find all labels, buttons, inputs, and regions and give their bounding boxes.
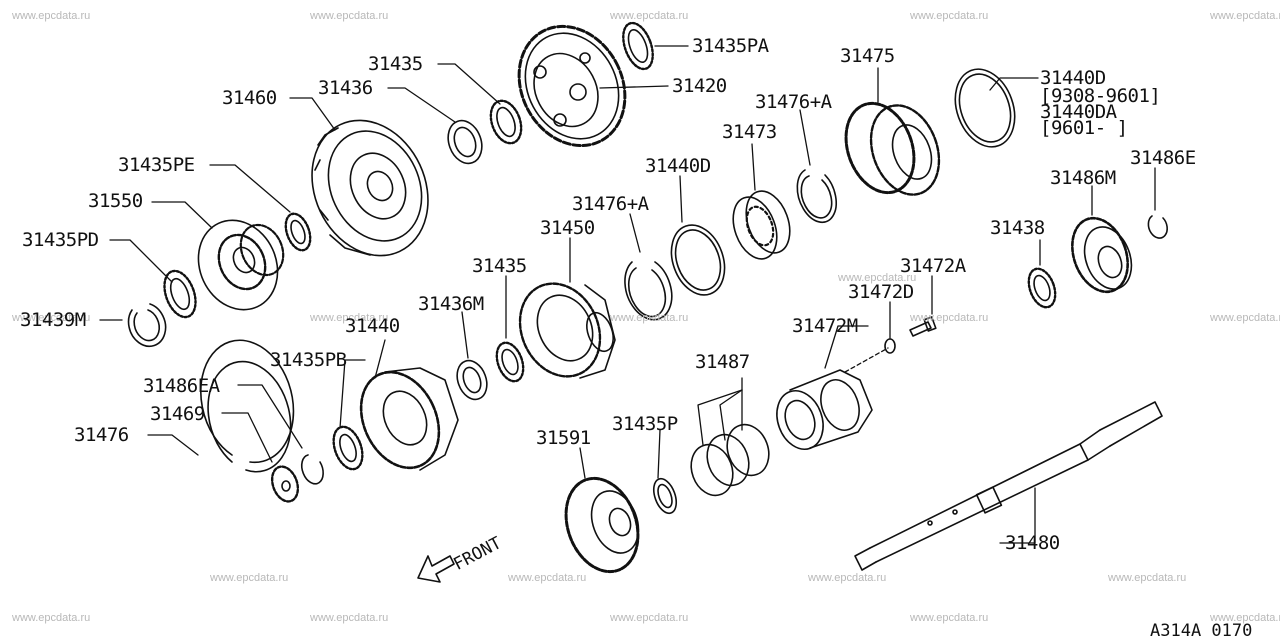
part-31486m-gear <box>1071 216 1133 294</box>
part-31472d-washer <box>884 338 896 354</box>
part-label-31476[interactable]: 31476 <box>74 424 129 446</box>
part-31420-gear <box>517 24 627 148</box>
diagram-code: A314A 0170 <box>1150 621 1253 641</box>
part-31487-seal-rings <box>690 423 770 497</box>
part-label-31469[interactable]: 31469 <box>150 403 205 425</box>
part-31436m-thrust-plate <box>456 359 488 401</box>
part-31591-gear <box>564 476 640 574</box>
watermark: www.epcdata.ru <box>610 312 689 324</box>
part-31435-washer-mid <box>495 341 525 383</box>
part-label-31486m[interactable]: 31486M <box>1050 167 1116 189</box>
part-31440d-ring-top <box>954 68 1016 148</box>
watermark: www.epcdata.ru <box>12 612 91 624</box>
watermark: www.epcdata.ru <box>1210 10 1280 22</box>
part-31476a-ring-top <box>796 169 837 224</box>
part-label-31435pa[interactable]: 31435PA <box>692 35 769 57</box>
watermark: www.epcdata.ru <box>12 10 91 22</box>
part-31435pd-washer <box>163 269 197 319</box>
part-31480-shaft <box>854 401 1163 571</box>
watermark: www.epcdata.ru <box>1108 572 1187 584</box>
watermark: www.epcdata.ru <box>910 10 989 22</box>
leader-lines <box>99 45 1156 544</box>
part-31440d-ring-mid <box>670 224 726 296</box>
part-label-31486e[interactable]: 31486E <box>1130 147 1196 169</box>
part-label-31450[interactable]: 31450 <box>540 217 595 239</box>
part-label-31435-mid[interactable]: 31435 <box>472 255 527 277</box>
watermark: www.epcdata.ru <box>910 312 989 324</box>
front-arrow <box>417 555 455 583</box>
part-31469-gear <box>270 465 300 503</box>
watermark: www.epcdata.ru <box>310 312 389 324</box>
part-label-31591[interactable]: 31591 <box>536 427 591 449</box>
part-31472a-bolt <box>909 316 937 337</box>
part-label-31440d-mid[interactable]: 31440D <box>645 155 711 177</box>
part-31550-gear <box>197 219 285 311</box>
part-label-31487[interactable]: 31487 <box>695 351 750 373</box>
part-label-31476a-mid[interactable]: 31476+A <box>572 193 649 215</box>
part-31476a-ring-mid <box>624 261 673 321</box>
part-label-31476a-top[interactable]: 31476+A <box>755 91 832 113</box>
part-31436-thrust-plate <box>447 119 483 165</box>
part-31440-drum <box>359 367 459 471</box>
watermark: www.epcdata.ru <box>310 10 389 22</box>
part-31435-washer-top <box>489 99 523 145</box>
part-label-31420[interactable]: 31420 <box>672 75 727 97</box>
watermark: www.epcdata.ru <box>508 572 587 584</box>
part-label-31439m[interactable]: 31439M <box>20 309 86 331</box>
watermark: www.epcdata.ru <box>210 572 289 584</box>
part-label-31435pe[interactable]: 31435PE <box>118 154 195 176</box>
part-31435p-washer <box>652 477 678 515</box>
watermark: www.epcdata.ru <box>808 572 887 584</box>
part-label-31486ea[interactable]: 31486EA <box>143 375 220 397</box>
part-31475-gear <box>844 101 941 196</box>
watermark: www.epcdata.ru <box>910 612 989 624</box>
part-31486e-snap-ring <box>1147 215 1168 239</box>
part-label-31436[interactable]: 31436 <box>318 77 373 99</box>
watermark: www.epcdata.ru <box>610 612 689 624</box>
part-31435pa-washer <box>622 21 654 71</box>
part-label-31472m[interactable]: 31472M <box>792 315 858 337</box>
part-label-31440da-date: [9601- ] <box>1040 117 1128 139</box>
part-label-31440da[interactable]: 31440DA <box>1040 101 1117 123</box>
watermark: www.epcdata.ru <box>1210 312 1280 324</box>
part-label-31472d[interactable]: 31472D <box>848 281 914 303</box>
part-31435pe-washer <box>284 212 312 252</box>
part-label-31440d-date: [9308-9601] <box>1040 85 1161 107</box>
part-label-31550[interactable]: 31550 <box>88 190 143 212</box>
part-31472m-sleeve <box>776 369 873 450</box>
part-31450-carrier <box>518 282 616 379</box>
part-label-31460[interactable]: 31460 <box>222 87 277 109</box>
part-31435pb-washer <box>332 425 364 471</box>
watermark: www.epcdata.ru <box>838 272 917 284</box>
part-31473-bearing <box>732 190 791 260</box>
part-31460-drum <box>311 119 429 257</box>
part-label-31435p[interactable]: 31435P <box>612 413 678 435</box>
part-label-31435pb[interactable]: 31435PB <box>270 349 347 371</box>
part-label-31435pd[interactable]: 31435PD <box>22 229 99 251</box>
part-label-31438[interactable]: 31438 <box>990 217 1045 239</box>
watermark: www.epcdata.ru <box>1210 612 1280 624</box>
watermark: www.epcdata.ru <box>610 10 689 22</box>
part-label-31475[interactable]: 31475 <box>840 45 895 67</box>
part-label-31435[interactable]: 31435 <box>368 53 423 75</box>
watermark: www.epcdata.ru <box>12 312 91 324</box>
part-label-31436m[interactable]: 31436M <box>418 293 484 315</box>
part-31438-washer <box>1027 267 1057 309</box>
watermark: www.epcdata.ru <box>310 612 389 624</box>
part-label-31473[interactable]: 31473 <box>722 121 777 143</box>
part-label-31472a[interactable]: 31472A <box>900 255 966 277</box>
part-label-31440d-top[interactable]: 31440D <box>1040 67 1106 89</box>
part-label-31480[interactable]: 31480 <box>1005 532 1060 554</box>
part-label-31440[interactable]: 31440 <box>345 315 400 337</box>
part-31439m-snap-ring <box>127 303 167 347</box>
part-31476-ring <box>200 339 295 473</box>
part-31486ea-snap-ring <box>300 454 324 485</box>
